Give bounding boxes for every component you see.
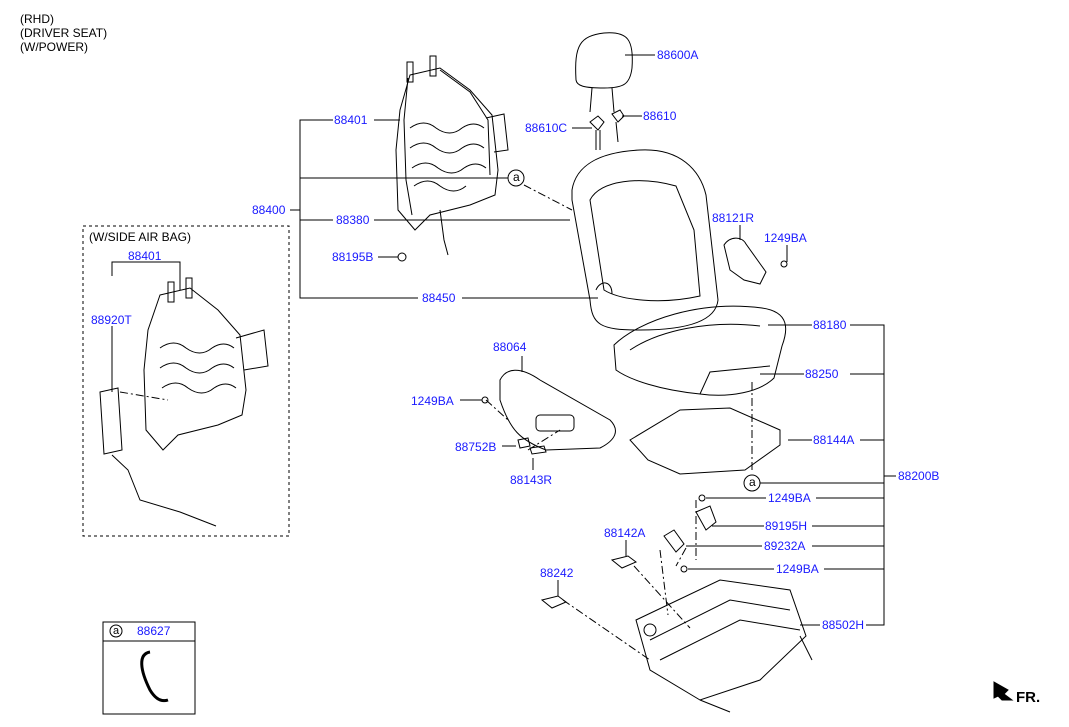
part-88143r[interactable]: 88143R [510,473,553,487]
bracket-89195h [695,505,717,531]
part-88142a[interactable]: 88142A [604,526,646,540]
part-89195h[interactable]: 89195H [765,519,808,533]
note-power: (W/POWER) [20,40,88,54]
seat-track [635,579,813,713]
seatback-frame-airbag [99,277,269,527]
part-88200b[interactable]: 88200B [898,469,940,483]
legend-box [102,621,196,715]
seatback-frame [395,55,509,256]
note-side-airbag: (W/SIDE AIR BAG) [89,230,192,244]
side-cover [723,237,767,285]
part-88250[interactable]: 88250 [805,367,839,381]
front-arrow-icon [993,681,1014,701]
part-88610[interactable]: 88610 [643,109,677,123]
part-88610c[interactable]: 88610C [525,121,568,135]
legend-part-88627[interactable]: 88627 [137,624,171,638]
part-88401[interactable]: 88401 [334,113,368,127]
bracket-89232a [663,529,685,553]
part-88121r[interactable]: 88121R [712,211,755,225]
part-88144a[interactable]: 88144A [813,433,855,447]
note-driver-seat: (DRIVER SEAT) [20,26,108,40]
callout-a-letter-1: a [513,170,520,184]
part-89232a[interactable]: 89232A [764,539,806,553]
seat-cushion [613,305,787,396]
callout-a-letter-2: a [749,475,756,489]
clip-88242 [540,595,567,609]
callout-a-cushion [743,474,761,492]
legend-callout-circle [109,624,123,638]
part-1249ba-bracket[interactable]: 1249BA [768,491,811,505]
side-airbag-box [82,225,290,537]
part-88242[interactable]: 88242 [540,566,574,580]
part-88064[interactable]: 88064 [493,340,527,354]
part-88502h[interactable]: 88502H [822,618,865,632]
front-direction-label: FR. [1016,689,1041,706]
seatback-trim [571,149,719,331]
part-88600a[interactable]: 88600A [657,48,699,62]
screws [397,252,788,573]
cushion-mat [629,407,781,475]
callout-a-seatback [507,169,525,187]
part-1249ba-track[interactable]: 1249BA [776,562,819,576]
headrest [575,32,633,113]
part-88195b[interactable]: 88195B [332,250,374,264]
leader-lines [111,54,896,626]
assembly-lines [119,184,753,661]
part-88920t[interactable]: 88920T [91,313,132,327]
part-1249ba-shield[interactable]: 1249BA [411,394,454,408]
part-88401-airbag[interactable]: 88401 [128,249,162,263]
clip-88142a [610,555,637,569]
headrest-guides [589,109,625,150]
part-88752b[interactable]: 88752B [455,440,497,454]
part-88450[interactable]: 88450 [422,291,456,305]
part-1249ba-cover[interactable]: 1249BA [764,231,807,245]
part-88400[interactable]: 88400 [252,203,286,217]
side-shield [499,369,616,455]
legend-callout-letter: a [113,625,120,637]
part-88380[interactable]: 88380 [336,213,370,227]
note-rhd: (RHD) [20,12,54,26]
legend-clip-88627 [140,650,169,703]
part-88180[interactable]: 88180 [813,318,847,332]
